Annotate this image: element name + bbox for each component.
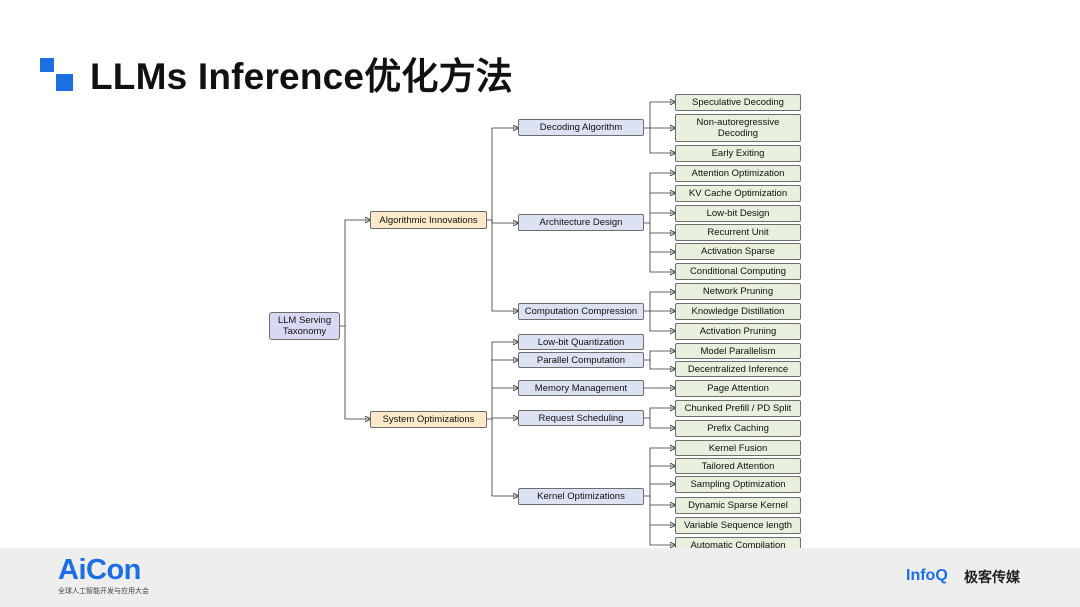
leaf-kv-cache-optimization: KV Cache Optimization [675, 185, 801, 202]
leaf-attention-optimization: Attention Optimization [675, 165, 801, 182]
leaf-decentralized-inference: Decentralized Inference [675, 361, 801, 377]
memory-management-node: Memory Management [518, 380, 644, 396]
leaf-knowledge-distillation: Knowledge Distillation [675, 303, 801, 320]
computation-compression-node: Computation Compression [518, 303, 644, 320]
system-optimizations-node: System Optimizations [370, 411, 487, 428]
leaf-recurrent-unit: Recurrent Unit [675, 224, 801, 241]
leaf-tailored-attention: Tailored Attention [675, 458, 801, 474]
architecture-design-node: Architecture Design [518, 214, 644, 231]
leaf-prefix-caching: Prefix Caching [675, 420, 801, 437]
leaf-activation-pruning: Activation Pruning [675, 323, 801, 340]
leaf-network-pruning: Network Pruning [675, 283, 801, 300]
slide-title: LLMs Inference优化方法 [90, 56, 513, 97]
title-bullet-icon [40, 58, 73, 91]
leaf-dynamic-sparse-kernel: Dynamic Sparse Kernel [675, 497, 801, 514]
leaf-page-attention: Page Attention [675, 380, 801, 397]
leaf-variable-sequence-length: Variable Sequence length [675, 517, 801, 534]
aicon-tagline: 全球人工智能开发与应用大会 [58, 588, 149, 595]
leaf-non-autoregressive-decoding: Non-autoregressive Decoding [675, 114, 801, 142]
kernel-optimizations-node: Kernel Optimizations [518, 488, 644, 505]
geek-media-logo: 极客传媒 [964, 569, 1020, 585]
leaf-chunked-prefill: Chunked Prefill / PD Split [675, 400, 801, 417]
aicon-logo: AiCon [58, 554, 141, 586]
parallel-computation-node: Parallel Computation [518, 352, 644, 368]
algorithmic-innovations-node: Algorithmic Innovations [370, 211, 487, 229]
leaf-sampling-optimization: Sampling Optimization [675, 476, 801, 493]
leaf-conditional-computing: Conditional Computing [675, 263, 801, 280]
leaf-early-exiting: Early Exiting [675, 145, 801, 162]
leaf-speculative-decoding: Speculative Decoding [675, 94, 801, 111]
low-bit-quantization-node: Low-bit Quantization [518, 334, 644, 350]
leaf-low-bit-design: Low-bit Design [675, 205, 801, 222]
leaf-activation-sparse: Activation Sparse [675, 243, 801, 260]
root-node: LLM Serving Taxonomy [269, 312, 340, 340]
footer-bar [0, 548, 1080, 607]
decoding-algorithm-node: Decoding Algorithm [518, 119, 644, 136]
infoq-logo: InfoQ [906, 567, 948, 584]
leaf-model-parallelism: Model Parallelism [675, 343, 801, 359]
leaf-kernel-fusion: Kernel Fusion [675, 440, 801, 456]
request-scheduling-node: Request Scheduling [518, 410, 644, 426]
